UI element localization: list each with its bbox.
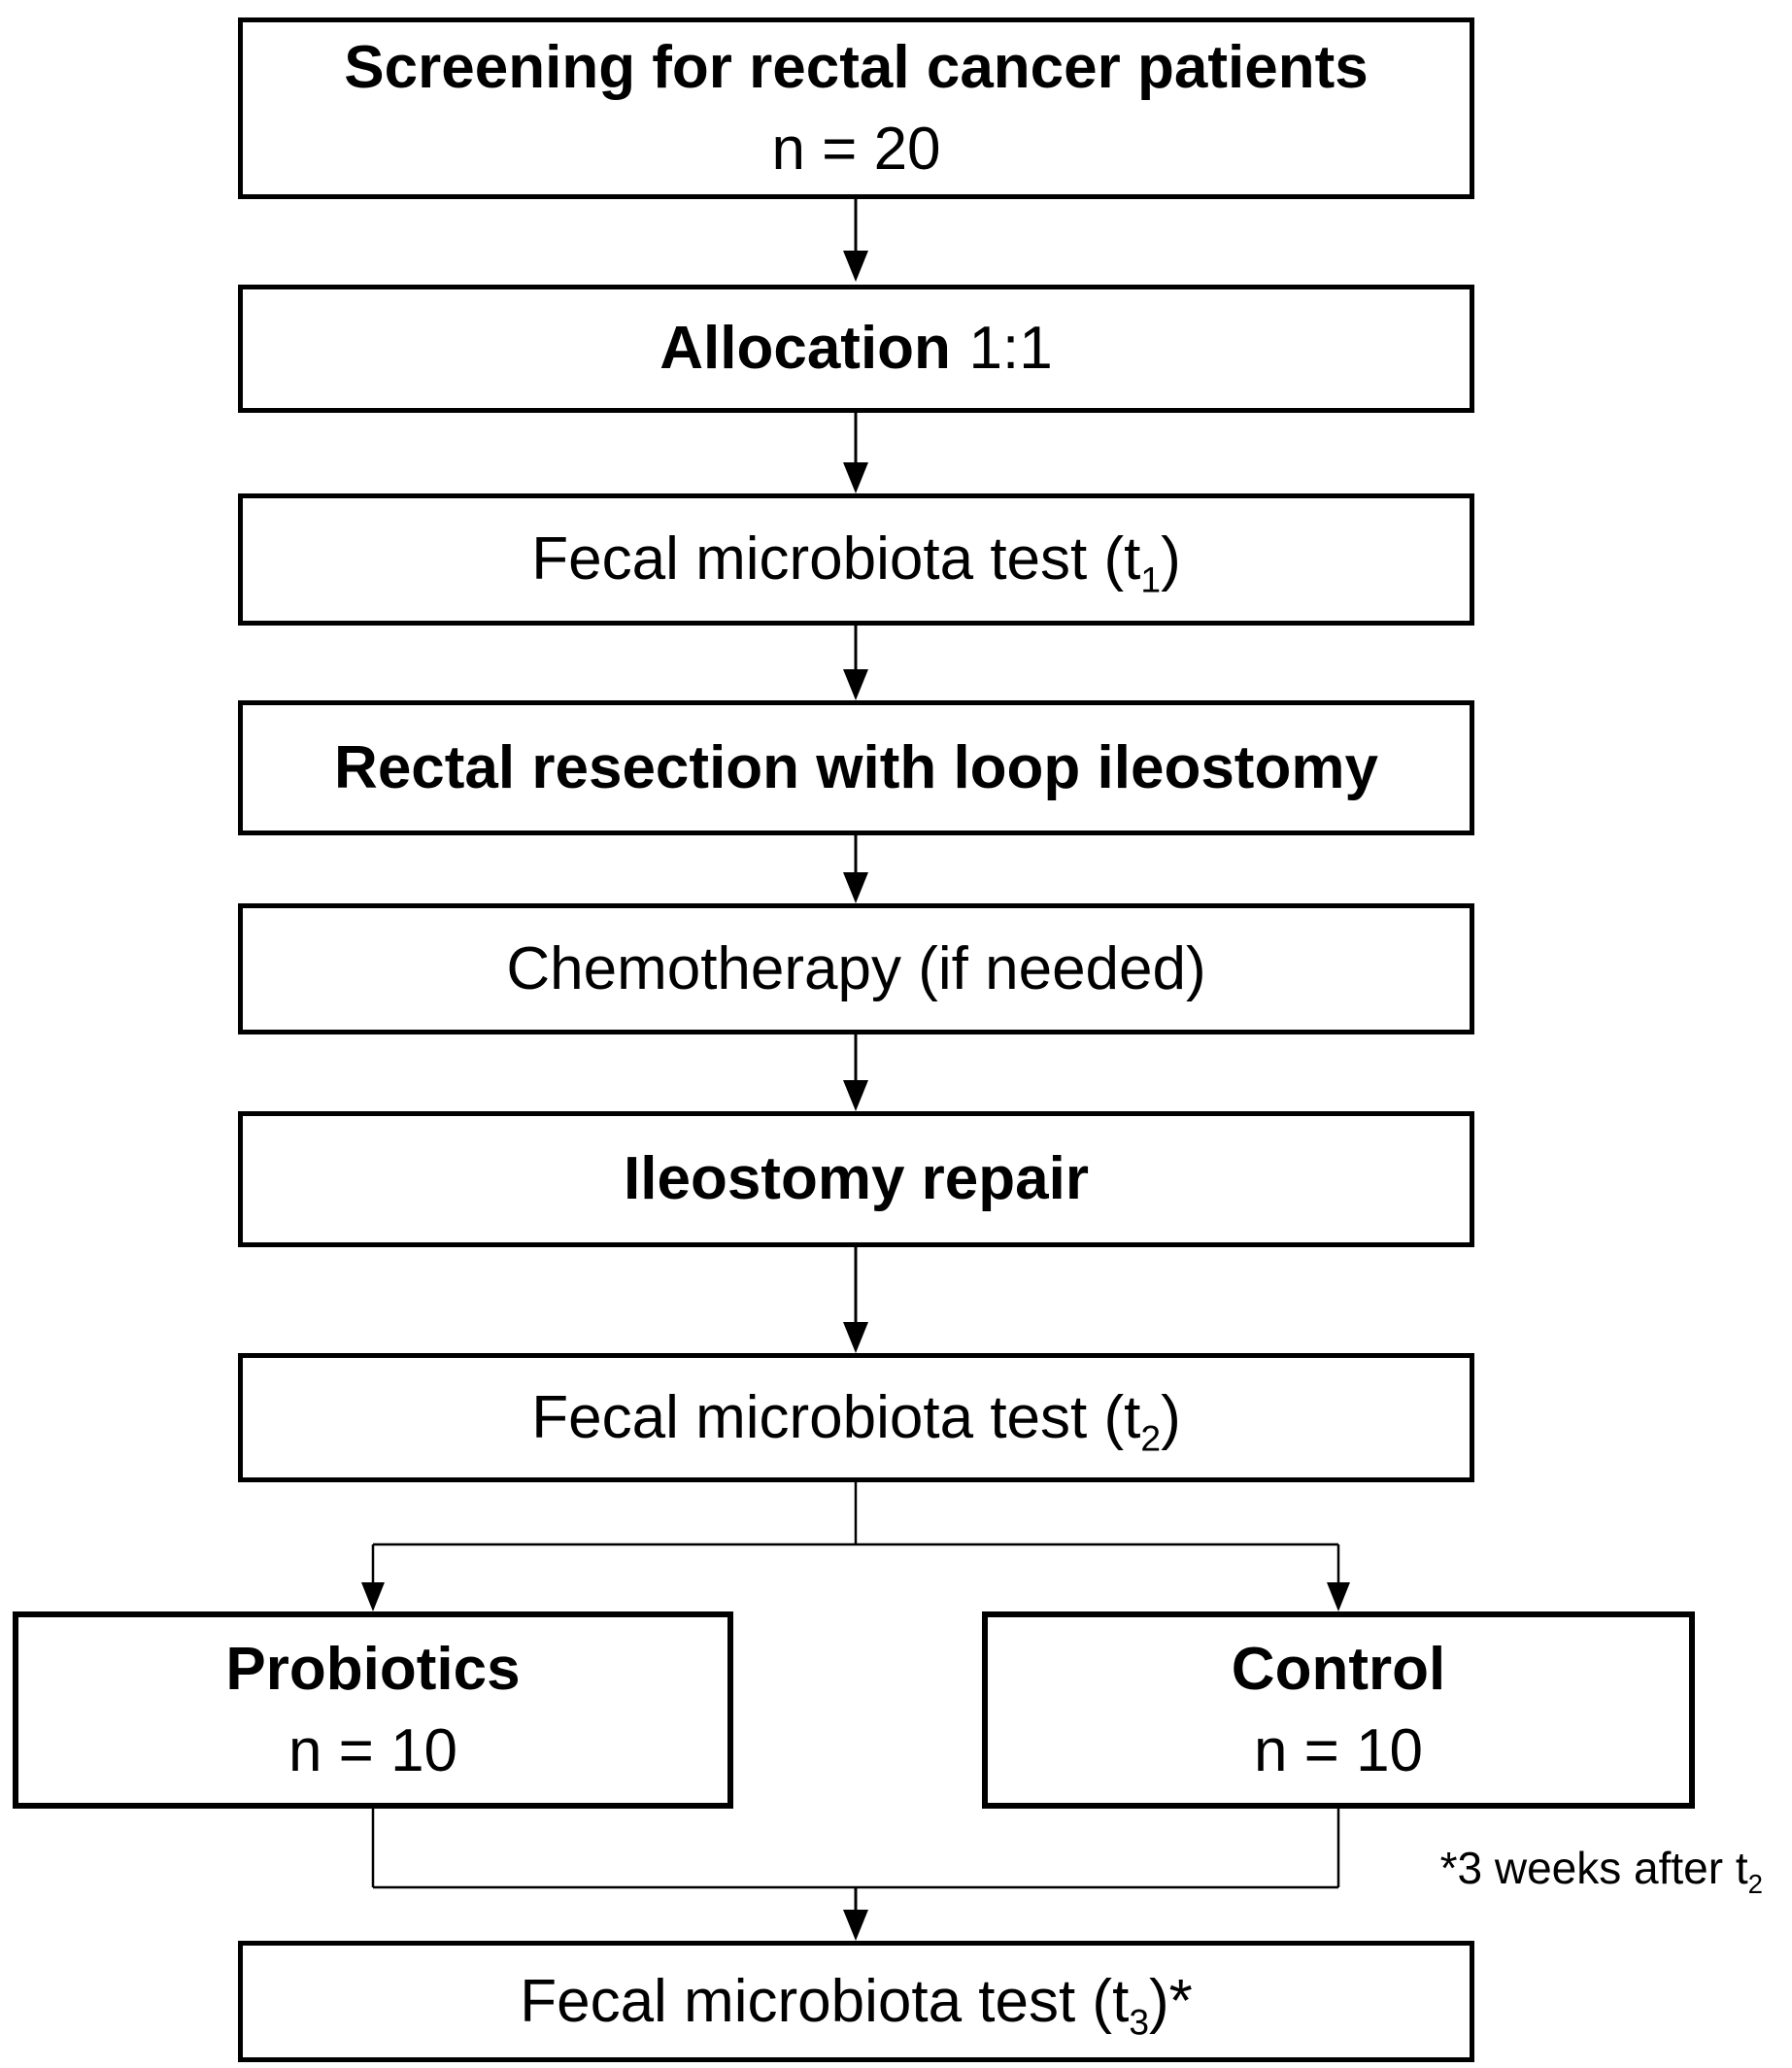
arrow-ileostomy-to-fecal-t2 [843, 1247, 868, 1353]
fecal-test-t1-label: Fecal microbiota test (t1) [531, 519, 1180, 599]
fecal-test-t2-label: Fecal microbiota test (t2) [531, 1377, 1180, 1458]
ileostomy-repair-title: Ileostomy repair [624, 1145, 1089, 1213]
screening-count: n = 20 [771, 115, 941, 183]
footnote-text: *3 weeks after t [1439, 1843, 1748, 1893]
allocation-title: Allocation [659, 315, 951, 383]
footnote-3-weeks-after-t2: *3 weeks after t2 [1439, 1842, 1763, 1897]
arrow-chemotherapy-to-ileostomy [843, 1034, 868, 1111]
box-control: Control n = 10 [982, 1611, 1695, 1809]
fecal-test-t2-close: ) [1161, 1383, 1181, 1451]
fecal-test-t3-text: Fecal microbiota test (t [520, 1967, 1130, 2035]
fecal-test-t1-close: ) [1161, 525, 1181, 593]
merge-connector [371, 1809, 1340, 1941]
box-screening: Screening for rectal cancer patients n =… [238, 17, 1474, 199]
fecal-test-t2-text: Fecal microbiota test (t [531, 1383, 1141, 1451]
screening-title: Screening for rectal cancer patients [344, 34, 1369, 102]
box-ileostomy-repair: Ileostomy repair [238, 1111, 1474, 1247]
arrow-fecal-t1-to-resection [843, 626, 868, 700]
footnote-subscript: 2 [1747, 1869, 1763, 1900]
fecal-test-t1-subscript: 1 [1140, 559, 1162, 600]
probiotics-count: n = 10 [287, 1716, 458, 1784]
arrow-allocation-to-fecal-t1 [843, 413, 868, 493]
arrow-screening-to-allocation [843, 199, 868, 282]
control-count: n = 10 [1253, 1716, 1424, 1784]
box-fecal-test-t1: Fecal microbiota test (t1) [238, 493, 1474, 626]
fecal-test-t1-text: Fecal microbiota test (t [531, 525, 1141, 593]
box-fecal-test-t3: Fecal microbiota test (t3)* [238, 1941, 1474, 2062]
control-title: Control [1231, 1636, 1446, 1704]
chemotherapy-title: Chemotherapy (if needed) [506, 934, 1206, 1002]
fecal-test-t2-subscript: 2 [1140, 1417, 1162, 1459]
probiotics-title: Probiotics [225, 1636, 521, 1704]
fecal-test-t3-subscript: 3 [1129, 2001, 1149, 2043]
fecal-test-t3-close: )* [1149, 1967, 1193, 2035]
arrow-resection-to-chemotherapy [843, 835, 868, 903]
rectal-resection-title: Rectal resection with loop ileostomy [334, 733, 1378, 801]
box-probiotics: Probiotics n = 10 [13, 1611, 733, 1809]
allocation-ratio: 1:1 [968, 315, 1053, 383]
split-connector [361, 1482, 1350, 1611]
fecal-test-t3-label: Fecal microbiota test (t3)* [520, 1961, 1193, 2042]
box-fecal-test-t2: Fecal microbiota test (t2) [238, 1353, 1474, 1482]
box-chemotherapy: Chemotherapy (if needed) [238, 903, 1474, 1034]
box-rectal-resection: Rectal resection with loop ileostomy [238, 700, 1474, 835]
